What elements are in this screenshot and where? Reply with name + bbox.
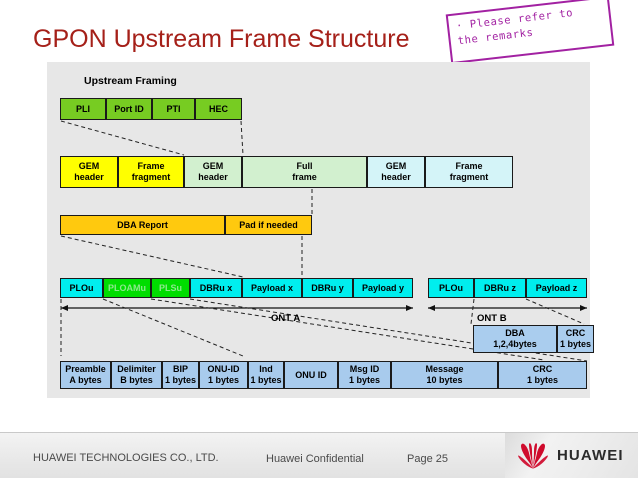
huawei-logo: HUAWEI	[505, 433, 638, 478]
cell-payload-y: Payload y	[353, 278, 413, 298]
cell-dbru-x: DBRu x	[190, 278, 242, 298]
cell-payload-z: Payload z	[526, 278, 587, 298]
footer-page-number: Page 25	[407, 453, 448, 465]
cell-ploamu: PLOAMu	[103, 278, 151, 298]
label-ont-a: ONT A	[271, 313, 301, 324]
footer-company: HUAWEI TECHNOLOGIES CO., LTD.	[33, 452, 219, 464]
cell-dbru-z: DBRu z	[474, 278, 526, 298]
cell-payload-x: Payload x	[242, 278, 302, 298]
sticky-note: · Please refer to the remarks	[445, 0, 615, 65]
diagram-panel: Upstream Framing PLI Port ID PTI HEC GEM…	[47, 62, 594, 398]
sticky-note-text: · Please refer to the remarks	[455, 2, 607, 49]
cell-dba-report: DBA Report	[60, 215, 225, 235]
cell-pli: PLI	[60, 98, 106, 120]
cell-plou-b: PLOu	[428, 278, 474, 298]
cell-pad-if-needed: Pad if needed	[225, 215, 312, 235]
cell-pti: PTI	[152, 98, 195, 120]
huawei-flower-icon	[518, 443, 548, 469]
footer-divider	[0, 432, 638, 433]
page-title: GPON Upstream Frame Structure	[33, 25, 410, 53]
huawei-wordmark: HUAWEI	[557, 447, 624, 464]
cell-plou-a: PLOu	[60, 278, 103, 298]
panel-caption: Upstream Framing	[84, 75, 177, 87]
cell-port-id: Port ID	[106, 98, 152, 120]
label-ont-b: ONT B	[477, 313, 507, 324]
cell-hec: HEC	[195, 98, 242, 120]
footer-confidential: Huawei Confidential	[266, 453, 364, 465]
cell-onu-id-2: ONU ID	[284, 361, 338, 389]
cell-plsu: PLSu	[151, 278, 190, 298]
cell-dbru-y: DBRu y	[302, 278, 353, 298]
